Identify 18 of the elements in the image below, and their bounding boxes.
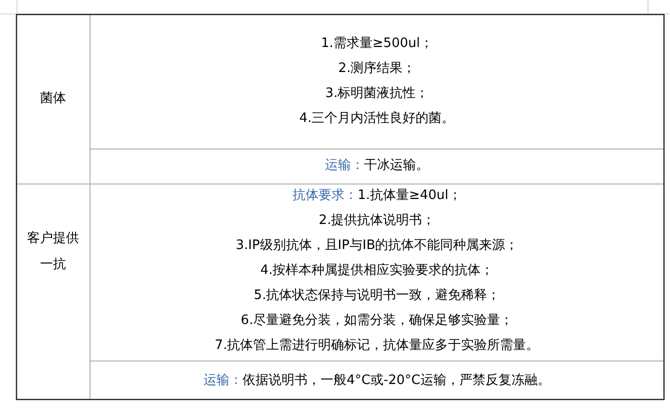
row-heading: 菌体 bbox=[40, 90, 66, 108]
field-label: 运输： bbox=[325, 157, 364, 174]
cell-text: 5.抗体状态保持与说明书一致，避免稀释； bbox=[254, 287, 500, 304]
cell-text: 3.标明菌液抗性； bbox=[325, 85, 429, 102]
cell-text: 依据说明书，一般4°C或-20°C运输，严禁反复冻融。 bbox=[242, 372, 550, 389]
cell-text: 7.抗体管上需进行明确标记，抗体量应多于实验所需量。 bbox=[214, 337, 540, 354]
cell-text: 2.测序结果； bbox=[338, 60, 416, 77]
cell-text: 4.按样本种属提供相应实验要求的抗体； bbox=[260, 262, 494, 279]
row-heading: 客户提供一抗 bbox=[26, 230, 80, 274]
cell-text: 4.三个月内活性良好的菌。 bbox=[299, 110, 455, 127]
cell-text: 干冰运输。 bbox=[364, 157, 429, 174]
cell-text: 3.IP级别抗体，且IP与IB的抗体不能同种属来源； bbox=[236, 237, 518, 254]
cell-text: 1.抗体量≥40ul； bbox=[358, 187, 462, 204]
field-label: 运输： bbox=[204, 372, 243, 389]
cell-text: 2.提供抗体说明书； bbox=[318, 212, 436, 229]
cell-text: 1.需求量≥500ul； bbox=[321, 35, 433, 52]
cell-text: 6.尽量避免分装，如需分装，确保足够实验量； bbox=[240, 312, 514, 329]
field-label: 抗体要求： bbox=[292, 187, 358, 204]
